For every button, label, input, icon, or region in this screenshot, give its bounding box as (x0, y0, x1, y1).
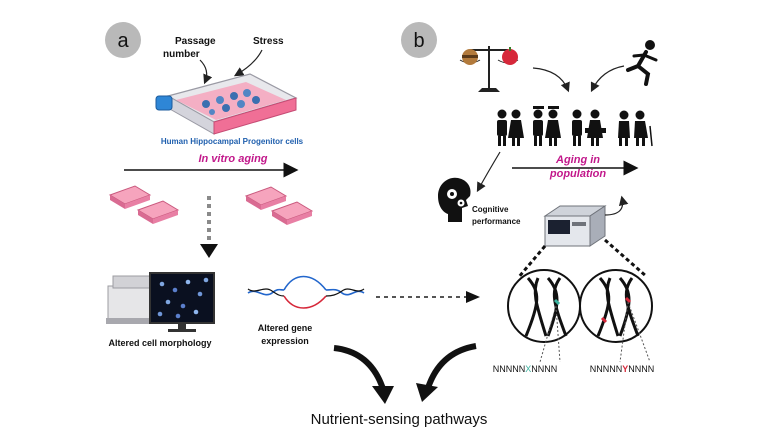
sequencer-icon (543, 205, 607, 247)
sequencer-arrow (604, 195, 629, 216)
panel-a-badge (105, 22, 141, 58)
in-vitro-suffix: aging (235, 153, 268, 165)
zoom-line-right (604, 238, 647, 278)
variant-marker-red (624, 296, 632, 304)
chromosome-circle-right (579, 269, 653, 343)
running-person-icon (626, 40, 658, 86)
passage-label-line2: number (163, 49, 200, 60)
sequence-left-variant: X (525, 364, 531, 374)
plate-icon-group-left (108, 185, 180, 224)
chromosome-circle-left (507, 269, 581, 343)
sequence-left-pre: NNNNN (493, 364, 526, 374)
flask-cap-icon (155, 95, 173, 111)
variant-marker-red-2 (600, 316, 608, 324)
head-gears-icon (438, 177, 471, 222)
sequence-right-pre: NNNNN (590, 364, 623, 374)
population-icon (497, 106, 653, 147)
convergence-arrow-left (333, 345, 387, 393)
exercise-arrow (590, 65, 625, 93)
plate-icon-group-right (244, 186, 314, 225)
sequence-right: NNNNNYNNNN (590, 364, 655, 374)
sequence-right-post: NNNN (628, 364, 654, 374)
convergence-arrow-right-head (416, 383, 438, 402)
graduates-icon (533, 106, 561, 146)
gene-label-line1: Altered gene (258, 323, 313, 333)
pathways-label: Nutrient-sensing pathways (311, 411, 488, 428)
cells-label: Human Hippocampal Progenitor cells (161, 137, 304, 146)
panel-a-label: a (117, 30, 129, 52)
dna-strand-icon (247, 275, 365, 309)
culture-flask-icon (155, 73, 298, 135)
convergence-arrow-left-head (372, 386, 394, 404)
balance-scale-icon (459, 46, 519, 92)
young-couple-icon (497, 109, 524, 146)
passage-arrow (199, 59, 213, 85)
horizontal-arrow-head (466, 291, 480, 303)
gene-label-line2: expression (261, 336, 309, 346)
in-vitro-aging-label: In vitro aging (198, 153, 267, 165)
in-vitro-prefix: In vitro (198, 153, 235, 165)
panel-a: a Passage number Stress Human Hippocampa… (105, 22, 480, 348)
convergence-arrow-right (425, 343, 477, 390)
elderly-couple-icon (618, 110, 653, 147)
adults-icon (572, 109, 606, 146)
callout-left-a (539, 305, 557, 363)
callout-right-b (627, 301, 651, 363)
callout-left-b (555, 305, 561, 363)
sequence-left-post: NNNN (531, 364, 557, 374)
cognitive-label-line1: Cognitive (472, 205, 509, 214)
diet-arrow (532, 67, 570, 93)
sequence-left: NNNNNXNNNN (493, 364, 558, 374)
panel-b-badge (401, 22, 437, 58)
apple-icon (502, 49, 518, 65)
stress-label: Stress (253, 36, 284, 47)
cognitive-label-line2: performance (472, 217, 521, 226)
cognitive-arrow (476, 151, 501, 193)
down-arrow-head (200, 244, 218, 258)
sequence-right-variant: Y (622, 364, 628, 374)
stress-arrow (233, 49, 263, 77)
panel-b: b (401, 22, 658, 374)
aging-population-line2: population (549, 168, 606, 180)
panel-b-label: b (413, 30, 424, 52)
morphology-label: Altered cell morphology (108, 338, 211, 348)
variant-marker-teal (553, 298, 561, 306)
monitor-icon (149, 272, 215, 332)
passage-label-line1: Passage (175, 36, 216, 47)
aging-population-line1: Aging in (555, 154, 600, 166)
